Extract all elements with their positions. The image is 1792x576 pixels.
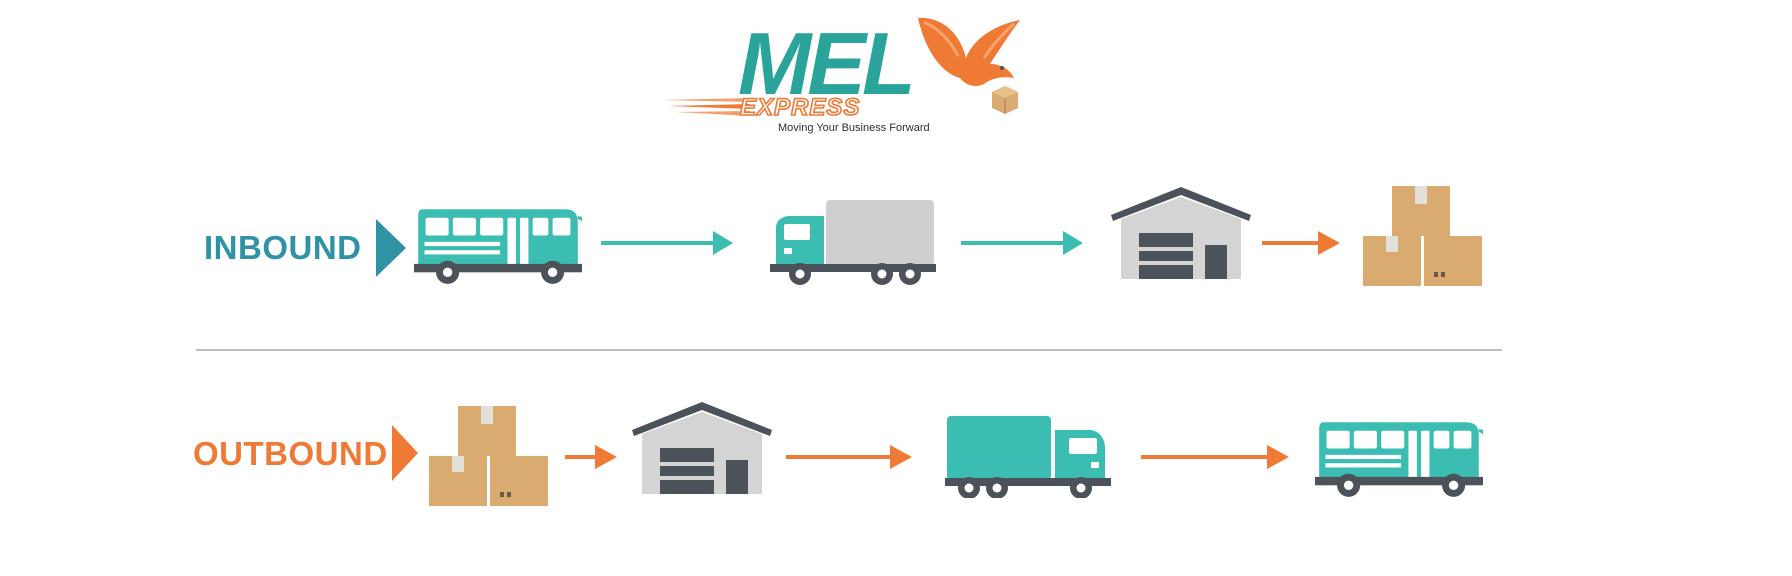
inbound-warehouse-icon [1111, 185, 1251, 281]
outbound-bus-icon [1315, 418, 1483, 498]
inbound-arrow-2-icon [961, 231, 1083, 255]
outbound-truck-icon [945, 412, 1111, 498]
mel-express-logo: MEL EXPRESS Moving Your Business Forward [660, 8, 1030, 136]
inbound-arrow-3-icon [1262, 231, 1340, 255]
logo-wordmark: MEL [738, 14, 916, 113]
outbound-label: OUTBOUND [193, 435, 388, 472]
inbound-label: INBOUND [204, 229, 362, 266]
outbound-warehouse-icon [632, 400, 772, 496]
speed-lines-graphic [660, 98, 750, 116]
inbound-play-icon [376, 219, 406, 277]
eagle-icon [918, 17, 1020, 86]
outbound-boxes-icon [427, 404, 551, 508]
package-icon [992, 86, 1018, 114]
outbound-arrow-2-icon [786, 445, 912, 469]
outbound-arrow-3-icon [1141, 445, 1289, 469]
outbound-arrow-1-icon [565, 445, 617, 469]
inbound-arrow-1-icon [601, 231, 733, 255]
inbound-truck-icon [770, 198, 936, 286]
inbound-bus-icon [414, 205, 582, 285]
logo-subwordmark: EXPRESS [739, 94, 861, 121]
inbound-boxes-icon [1361, 184, 1485, 288]
row-divider [196, 349, 1502, 351]
outbound-play-icon [392, 425, 418, 481]
logo-tagline: Moving Your Business Forward [778, 122, 930, 134]
